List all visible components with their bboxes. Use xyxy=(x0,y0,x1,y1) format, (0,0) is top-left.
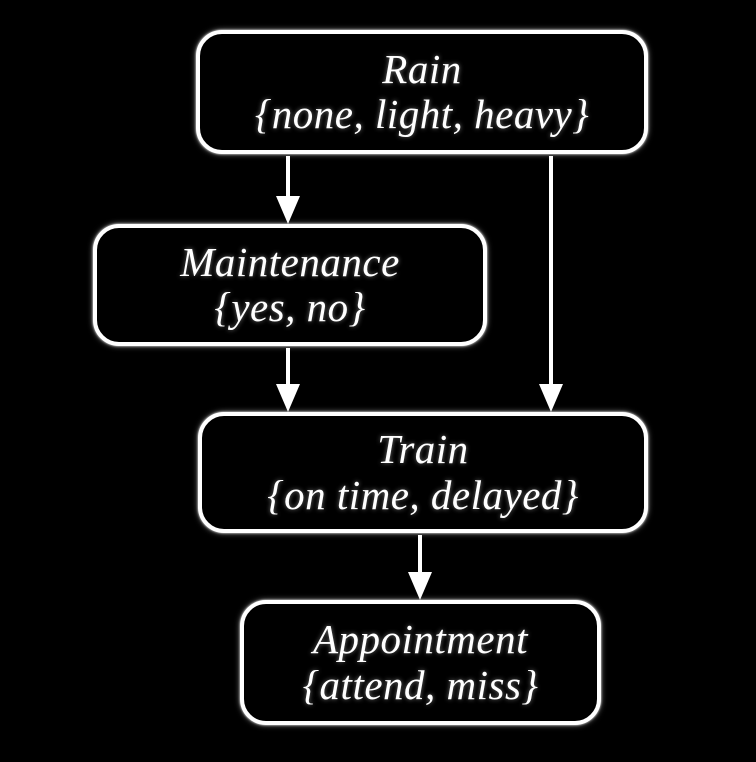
edge-train-to-appointment xyxy=(408,535,432,600)
node-maintenance[interactable]: Maintenance {yes, no} xyxy=(93,224,487,346)
node-rain[interactable]: Rain {none, light, heavy} xyxy=(196,30,648,154)
node-appointment-domain: {attend, miss} xyxy=(302,661,539,708)
edge-rain-to-maintenance xyxy=(276,156,300,224)
node-appointment-label: Appointment xyxy=(312,616,529,663)
node-maintenance-domain: {yes, no} xyxy=(214,284,366,330)
node-maintenance-label: Maintenance xyxy=(180,238,400,285)
node-rain-domain: {none, light, heavy} xyxy=(254,91,590,137)
node-appointment[interactable]: Appointment {attend, miss} xyxy=(240,600,601,725)
edge-rain-to-train xyxy=(539,156,563,412)
node-train[interactable]: Train {on time, delayed} xyxy=(198,412,648,533)
edge-maintenance-to-train xyxy=(276,348,300,412)
node-train-label: Train xyxy=(377,426,469,473)
node-train-domain: {on time, delayed} xyxy=(267,471,579,518)
node-rain-label: Rain xyxy=(382,45,462,92)
